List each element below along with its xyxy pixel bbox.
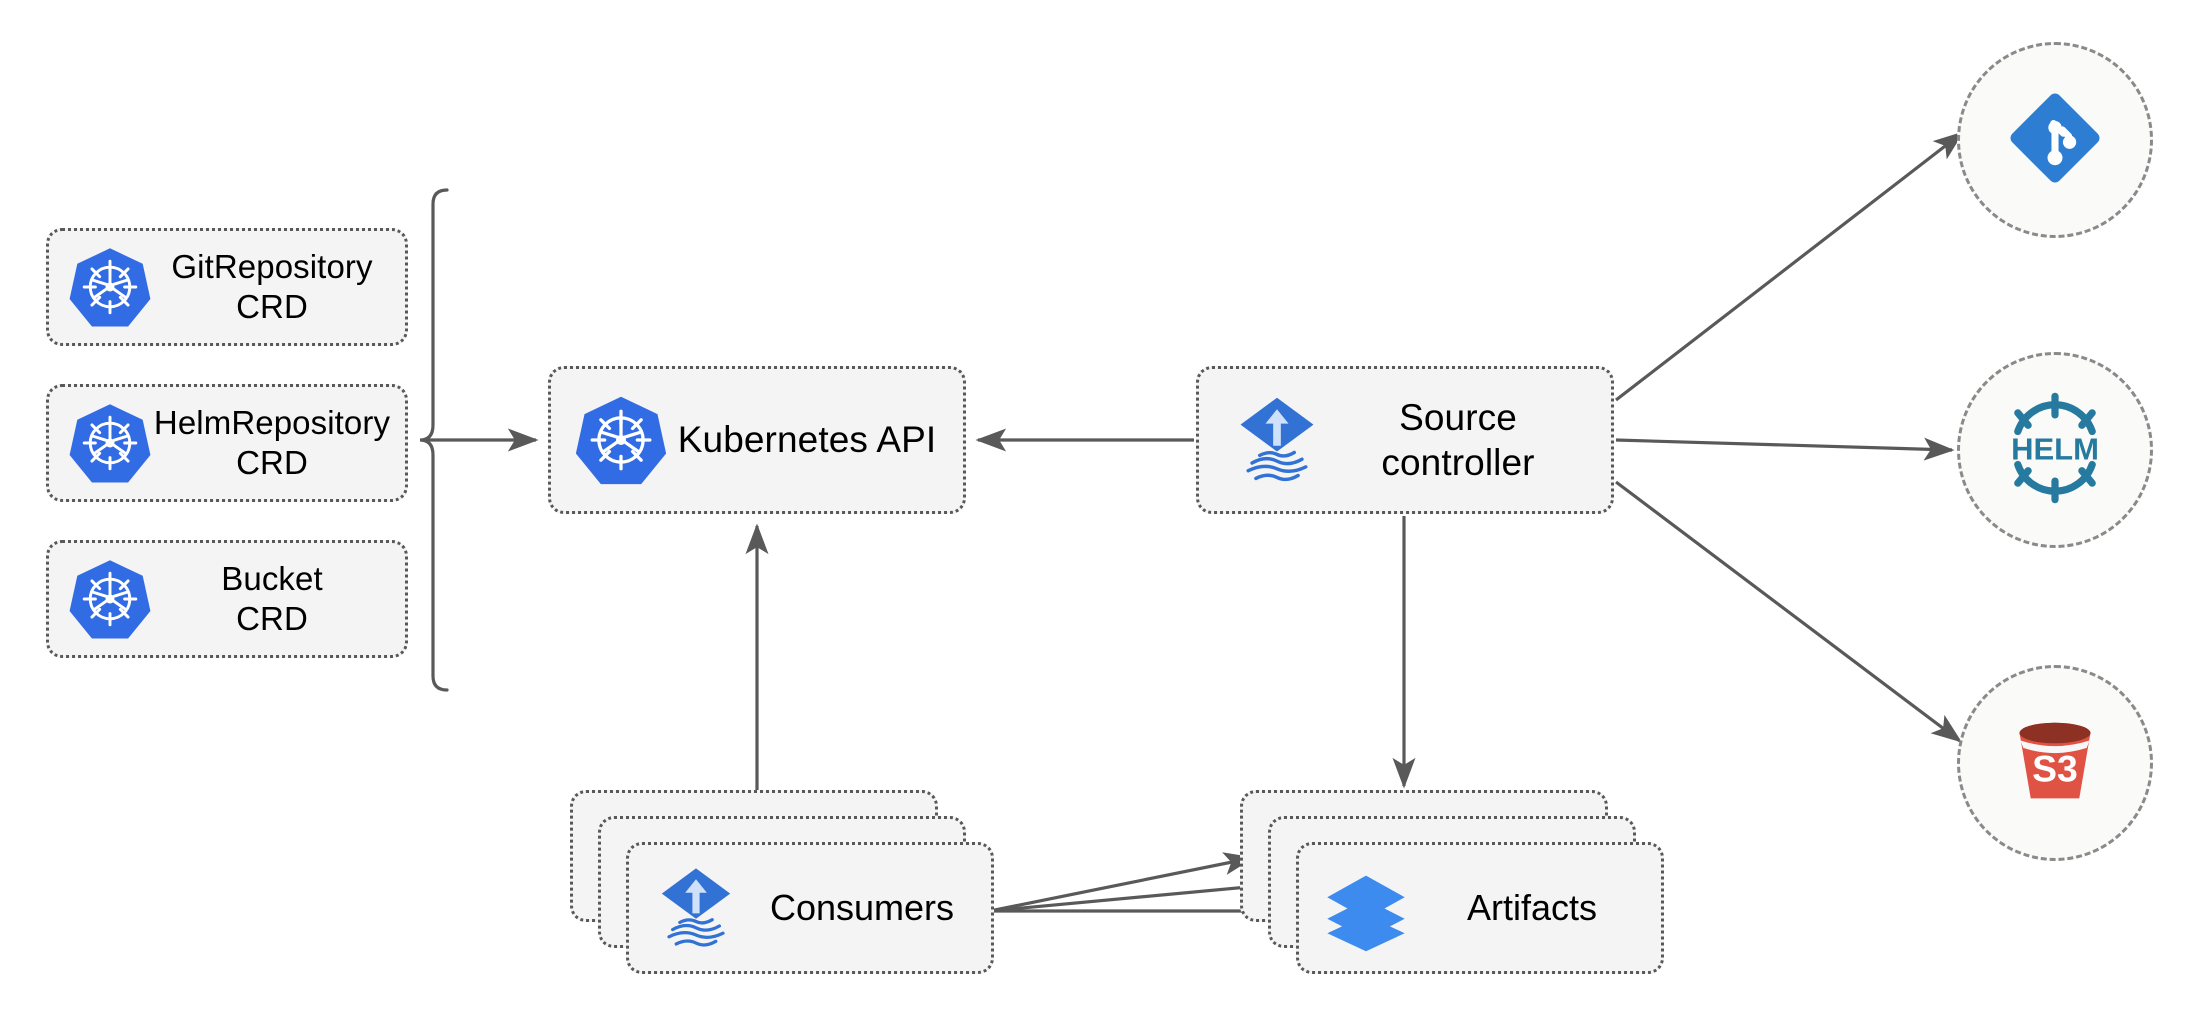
kubernetes-icon — [67, 400, 153, 486]
arrow-source-to-git — [1615, 131, 1965, 402]
artifacts-stack-sheet-front[interactable]: Artifacts — [1296, 842, 1664, 974]
crd-card-bucket[interactable]: Bucket CRD — [46, 540, 408, 658]
s3-icon: S3 — [1999, 705, 2111, 822]
crd-card-label: GitRepository CRD — [171, 247, 373, 325]
node-kubernetes-api[interactable]: Kubernetes API — [548, 366, 966, 514]
endpoint-s3[interactable]: S3 — [1957, 665, 2153, 861]
arrow-consumers-to-artifacts-2 — [989, 875, 1283, 913]
helm-label: HELM — [2011, 431, 2099, 466]
node-source-controller[interactable]: Source controller — [1196, 366, 1614, 514]
kubernetes-icon — [67, 556, 153, 642]
git-icon — [2003, 86, 2107, 195]
node-label: Source controller — [1381, 396, 1535, 483]
crd-card-label: HelmRepository CRD — [153, 403, 391, 481]
endpoint-helm[interactable]: HELM — [1957, 352, 2153, 548]
s3-label: S3 — [2032, 747, 2078, 789]
kubernetes-icon — [67, 244, 153, 330]
layers-icon — [1321, 863, 1411, 953]
node-label: Consumers — [769, 887, 955, 928]
arrow-consumers-to-artifacts-1 — [989, 852, 1255, 913]
node-label: Kubernetes API — [677, 419, 937, 461]
arrow-source-to-s3 — [1615, 480, 1963, 743]
crd-group-brace — [419, 188, 449, 692]
crd-card-gitrepository[interactable]: GitRepository CRD — [46, 228, 408, 346]
arrow-source-to-helm — [1615, 437, 1955, 461]
kubernetes-icon — [573, 392, 669, 488]
endpoint-git[interactable] — [1957, 42, 2153, 238]
consumers-stack-sheet-front[interactable]: Consumers — [626, 842, 994, 974]
flux-icon — [651, 863, 741, 953]
flux-icon — [1229, 392, 1325, 488]
helm-icon: HELM — [1993, 386, 2117, 515]
node-label: Artifacts — [1466, 887, 1598, 928]
crd-card-label: Bucket CRD — [221, 559, 323, 637]
crd-card-helmrepository[interactable]: HelmRepository CRD — [46, 384, 408, 502]
